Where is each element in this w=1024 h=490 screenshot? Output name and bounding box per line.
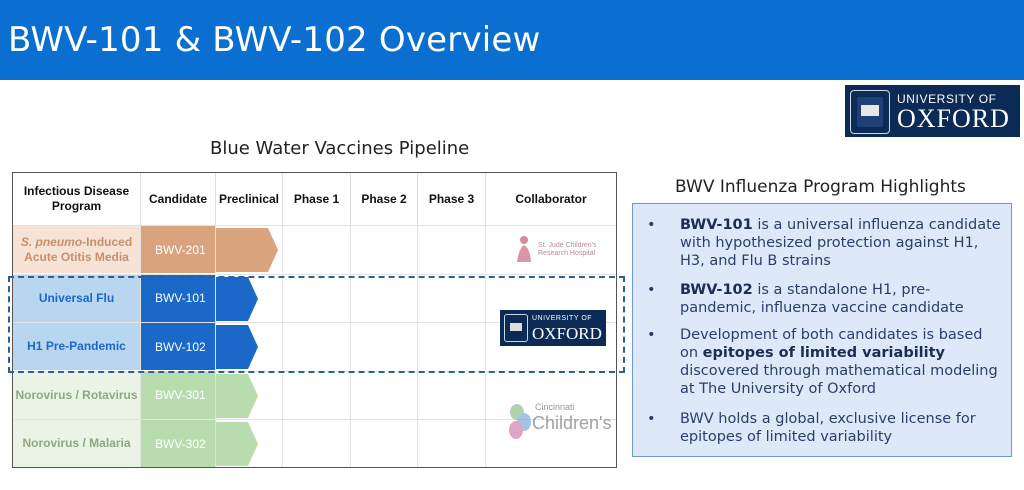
- program-text: -Induced Acute Otitis Media: [24, 234, 133, 264]
- phase-cell: [216, 226, 283, 273]
- bullet2-text: is a standalone H1, pre-pandemic, influe…: [680, 282, 964, 316]
- bullet3-pre: Development of both candidates is based …: [680, 327, 983, 361]
- phase-cell: [351, 274, 418, 322]
- cincinnati-childrens-logo: Cincinnati Children's: [505, 398, 612, 446]
- program-italic: S. pneumo: [20, 234, 83, 249]
- program-text: H1 Pre-Pandemic: [27, 339, 126, 354]
- stjude-logo: St. Jude Children's Research Hospital: [505, 232, 605, 268]
- phase-cell: [418, 371, 486, 419]
- phase-cell: [418, 226, 486, 273]
- phase-cell: [351, 371, 418, 419]
- bullet2-bold: BWV-102: [680, 282, 753, 298]
- oxford-collab-line2: OXFORD: [532, 324, 602, 343]
- progress-arrow: [216, 325, 258, 370]
- program-cell: Norovirus / Rotavirus: [13, 371, 141, 419]
- candidate-cell: BWV-301: [141, 371, 216, 419]
- header-phase3: Phase 3: [418, 173, 486, 225]
- phase-cell: [351, 420, 418, 468]
- oxford-logo: UNIVERSITY OF OXFORD: [845, 85, 1020, 137]
- program-cell: Universal Flu: [13, 274, 141, 322]
- phase-cell: [418, 420, 486, 468]
- phase-cell: [283, 274, 351, 322]
- candidate-cell: BWV-102: [141, 323, 216, 371]
- header-phase2: Phase 2: [351, 173, 418, 225]
- bullet3-post: discovered through mathematical modeling…: [680, 363, 998, 397]
- flu-highlight-dashed-box: [8, 276, 625, 373]
- program-text: Norovirus / Rotavirus: [15, 387, 138, 402]
- program-text: Norovirus / Malaria: [22, 436, 131, 451]
- page-title: BWV-101 & BWV-102 Overview: [8, 20, 541, 60]
- header-phase1: Phase 1: [283, 173, 351, 225]
- oxford-collab-line1: UNIVERSITY OF: [532, 315, 593, 322]
- highlights-title: BWV Influenza Program Highlights: [675, 177, 966, 197]
- phase-cell: [216, 274, 283, 322]
- program-cell: Norovirus / Malaria: [13, 420, 141, 468]
- pipeline-row: Norovirus / Malaria BWV-302: [13, 419, 616, 468]
- candidate-cell: BWV-201: [141, 226, 216, 273]
- cincinnati-text-2: Children's: [532, 413, 612, 433]
- phase-cell: [351, 226, 418, 273]
- progress-arrow: [216, 276, 258, 321]
- progress-arrow: [216, 228, 278, 272]
- phase-cell: [283, 371, 351, 419]
- pipeline-title: Blue Water Vaccines Pipeline: [210, 138, 470, 159]
- header-collaborator: Collaborator: [515, 191, 587, 206]
- phase-cell: [283, 323, 351, 371]
- progress-arrow: [216, 422, 258, 467]
- program-cell: S. pneumo-Induced Acute Otitis Media: [13, 226, 141, 273]
- stjude-figure-icon: [517, 236, 531, 262]
- stjude-text: St. Jude Children's Research Hospital: [538, 242, 597, 257]
- program-text: Universal Flu: [38, 290, 115, 305]
- header-preclinical: Preclinical: [216, 173, 283, 225]
- candidate-cell: BWV-302: [141, 420, 216, 468]
- oxford-crest-icon: [850, 90, 890, 134]
- oxford-crest-small-icon: [504, 314, 528, 342]
- cincinnati-figure-icon: [509, 404, 531, 439]
- pipeline-row: H1 Pre-Pandemic BWV-102: [13, 322, 616, 371]
- program-cell: H1 Pre-Pandemic: [13, 323, 141, 371]
- bullet3-bold: epitopes of limited variability: [702, 345, 945, 361]
- phase-cell: [351, 323, 418, 371]
- phase-cell: [418, 323, 486, 371]
- phase-cell: [216, 371, 283, 419]
- highlights-box: • BWV-101 is a universal influenza candi…: [632, 203, 1012, 457]
- pipeline-row: Universal Flu BWV-101: [13, 273, 616, 322]
- logo-line1: UNIVERSITY OF: [897, 92, 997, 106]
- bullet4-text: BWV holds a global, exclusive license fo…: [680, 411, 976, 445]
- phase-cell: [216, 323, 283, 371]
- phase-cell: [216, 420, 283, 468]
- header-program: Infectious Disease Program: [13, 173, 141, 225]
- header-candidate: Candidate: [141, 173, 216, 225]
- bullet1-text: is a universal influenza candidate with …: [680, 217, 1001, 269]
- cincinnati-text-1: Cincinnati: [535, 402, 575, 412]
- candidate-cell: BWV-101: [141, 274, 216, 322]
- logo-line2: OXFORD: [897, 104, 1010, 133]
- oxford-collaborator-logo: UNIVERSITY OF OXFORD: [500, 310, 606, 346]
- bullet1-bold: BWV-101: [680, 217, 753, 233]
- phase-cell: [283, 420, 351, 468]
- phase-cell: [418, 274, 486, 322]
- progress-arrow: [216, 373, 258, 418]
- title-bar: BWV-101 & BWV-102 Overview: [0, 0, 1024, 80]
- phase-cell: [283, 226, 351, 273]
